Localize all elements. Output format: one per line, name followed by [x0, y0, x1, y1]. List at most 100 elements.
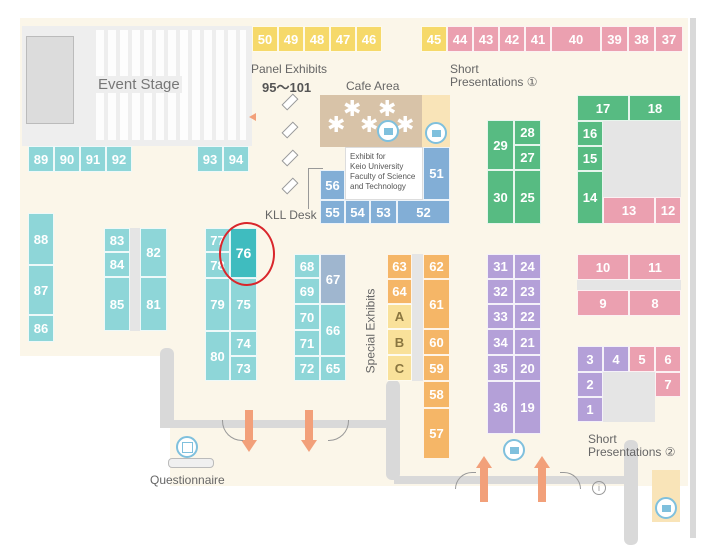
keio-line3: Faculty of Science [350, 172, 416, 181]
booth-92[interactable]: 92 [106, 146, 132, 172]
booth-57[interactable]: 57 [423, 408, 450, 459]
booth-84[interactable]: 84 [104, 252, 130, 277]
booth-33[interactable]: 33 [487, 304, 514, 329]
booth-81[interactable]: 81 [140, 277, 167, 331]
booth-36[interactable]: 36 [487, 381, 514, 434]
booth-69[interactable]: 69 [294, 278, 320, 304]
booth-63[interactable]: 63 [387, 254, 412, 279]
booth-17[interactable]: 17 [577, 95, 629, 121]
booth-27[interactable]: 27 [514, 145, 541, 170]
cafe-label: Cafe Area [346, 79, 400, 93]
booth-34[interactable]: 34 [487, 329, 514, 355]
booth-21[interactable]: 21 [514, 329, 541, 355]
presentation-icon [377, 120, 399, 142]
booth-65[interactable]: 65 [320, 356, 346, 381]
booth-86[interactable]: 86 [28, 315, 54, 342]
booth-6[interactable]: 6 [655, 346, 681, 372]
booth-42[interactable]: 42 [499, 26, 525, 52]
booth-80[interactable]: 80 [205, 331, 230, 381]
booth-72[interactable]: 72 [294, 356, 320, 381]
booth-31[interactable]: 31 [487, 254, 514, 279]
booth-35[interactable]: 35 [487, 355, 514, 381]
booth-47[interactable]: 47 [330, 26, 356, 52]
booth-46[interactable]: 46 [356, 26, 382, 52]
booth-32[interactable]: 32 [487, 279, 514, 304]
booth-23[interactable]: 23 [514, 279, 541, 304]
booth-62[interactable]: 62 [423, 254, 450, 279]
booth-60[interactable]: 60 [423, 329, 450, 355]
booth-83[interactable]: 83 [104, 228, 130, 252]
booth-56[interactable]: 56 [320, 170, 345, 200]
booth-50[interactable]: 50 [252, 26, 278, 52]
booth-14[interactable]: 14 [577, 171, 603, 224]
booth-91[interactable]: 91 [80, 146, 106, 172]
booth-10[interactable]: 10 [577, 254, 629, 280]
booth-53[interactable]: 53 [370, 200, 397, 224]
special-booth-a[interactable]: A [387, 304, 412, 329]
keio-line4: and Technology [350, 182, 406, 191]
booth-61[interactable]: 61 [423, 279, 450, 329]
booth-20[interactable]: 20 [514, 355, 541, 381]
booth-54[interactable]: 54 [345, 200, 370, 224]
booth-51[interactable]: 51 [423, 147, 450, 200]
booth-79[interactable]: 79 [205, 278, 230, 331]
booth-37[interactable]: 37 [655, 26, 683, 52]
booth-29[interactable]: 29 [487, 120, 514, 170]
booth-49[interactable]: 49 [278, 26, 304, 52]
booth-93[interactable]: 93 [197, 146, 223, 172]
special-booth-b[interactable]: B [387, 329, 412, 355]
booth-88[interactable]: 88 [28, 213, 54, 265]
booth-68[interactable]: 68 [294, 254, 320, 278]
booth-39[interactable]: 39 [601, 26, 628, 52]
panel-arrow-icon [249, 113, 256, 121]
booth-19[interactable]: 19 [514, 381, 541, 434]
booth-44[interactable]: 44 [447, 26, 473, 52]
booth-58[interactable]: 58 [423, 381, 450, 408]
booth-22[interactable]: 22 [514, 304, 541, 329]
booth-73[interactable]: 73 [230, 356, 257, 381]
booth-41[interactable]: 41 [525, 26, 551, 52]
booth-3[interactable]: 3 [577, 346, 603, 372]
booth-71[interactable]: 71 [294, 330, 320, 356]
booth-75[interactable]: 75 [230, 278, 257, 331]
booth-9[interactable]: 9 [577, 290, 629, 316]
booth-48[interactable]: 48 [304, 26, 330, 52]
booth-25[interactable]: 25 [514, 170, 541, 224]
booth-52[interactable]: 52 [397, 200, 450, 224]
booth-70[interactable]: 70 [294, 304, 320, 330]
booth-89[interactable]: 89 [28, 146, 54, 172]
booth-40[interactable]: 40 [551, 26, 601, 52]
booth-64[interactable]: 64 [387, 279, 412, 304]
keio-exhibit-area [345, 147, 423, 200]
booth-59[interactable]: 59 [423, 355, 450, 381]
booth-30[interactable]: 30 [487, 170, 514, 224]
booth-45[interactable]: 45 [421, 26, 447, 52]
booth-94[interactable]: 94 [223, 146, 249, 172]
booth-18[interactable]: 18 [629, 95, 681, 121]
booth-16[interactable]: 16 [577, 121, 603, 146]
special-booth-c[interactable]: C [387, 355, 412, 381]
booth-82[interactable]: 82 [140, 228, 167, 277]
booth-74[interactable]: 74 [230, 331, 257, 356]
booth-85[interactable]: 85 [104, 277, 130, 331]
booth-5[interactable]: 5 [629, 346, 655, 372]
booth-4[interactable]: 4 [603, 346, 629, 372]
booth-66[interactable]: 66 [320, 304, 346, 356]
booth-12[interactable]: 12 [655, 197, 681, 224]
booth-11[interactable]: 11 [629, 254, 681, 280]
booth-87[interactable]: 87 [28, 265, 54, 315]
booth-28[interactable]: 28 [514, 120, 541, 145]
booth-55[interactable]: 55 [320, 200, 345, 224]
booth-24[interactable]: 24 [514, 254, 541, 279]
booth-90[interactable]: 90 [54, 146, 80, 172]
booth-67[interactable]: 67 [320, 254, 346, 304]
booth-7[interactable]: 7 [655, 372, 681, 397]
booth-38[interactable]: 38 [628, 26, 655, 52]
wall-bottom-left [160, 420, 390, 428]
booth-1[interactable]: 1 [577, 397, 603, 422]
booth-43[interactable]: 43 [473, 26, 499, 52]
booth-8[interactable]: 8 [629, 290, 681, 316]
booth-2[interactable]: 2 [577, 372, 603, 397]
booth-15[interactable]: 15 [577, 146, 603, 171]
booth-13[interactable]: 13 [603, 197, 655, 224]
